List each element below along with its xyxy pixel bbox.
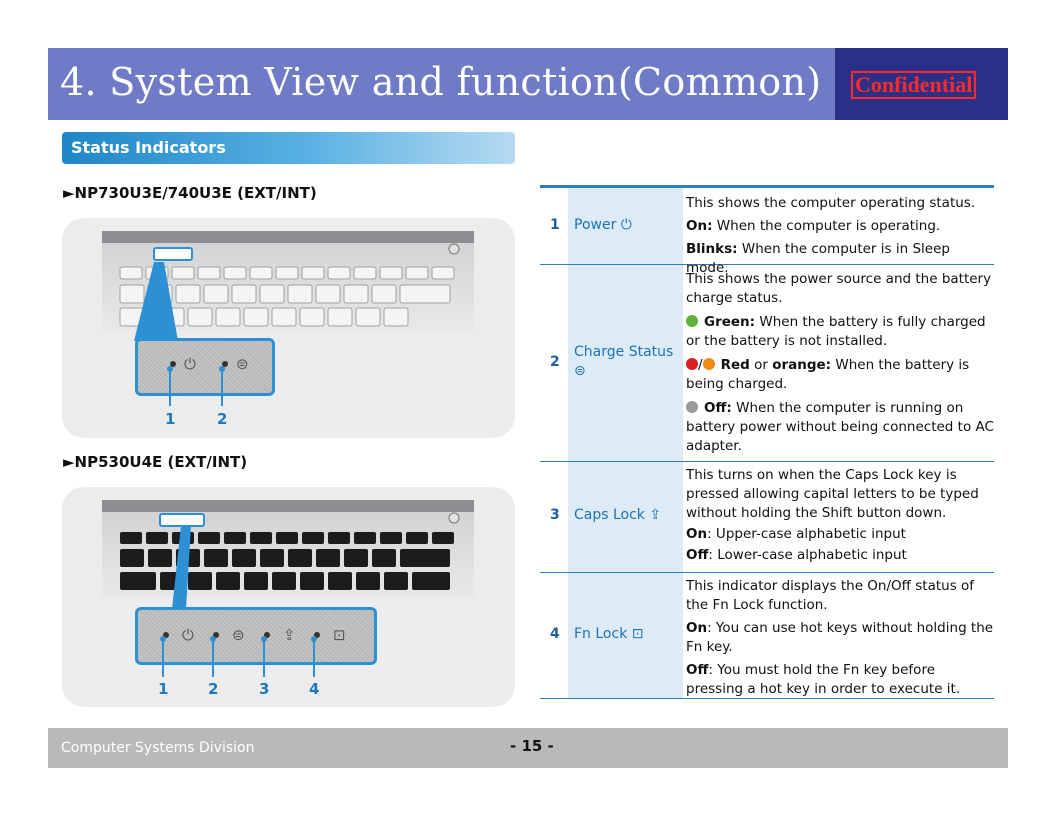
row-description: This turns on when the Caps Lock key is … [686,466,994,565]
description-line: On: When the computer is operating. [686,218,941,234]
power-led-dot [163,632,169,638]
battery-charge-icon: ⊜ [236,355,249,373]
description-line: Off: You must hold the Fn key before pre… [686,662,961,697]
description-line: Off: Lower-case alphabetic input [686,547,907,563]
description-line: This shows the computer operating status… [686,195,976,211]
description-line: /Red or orange: When the battery is bein… [686,357,970,392]
description-line: Blinks: When the computer is in Sleep mo… [686,241,950,276]
indicator-table: Power ⏻ 1 This shows the computer operat… [540,185,994,699]
row-name-cell: Charge Status ⊜ [568,265,683,461]
model-1-heading: ►NP730U3E/740U3E (EXT/INT) [63,184,317,202]
fn-lock-icon: ⊡ [631,626,644,642]
confidential-label: Confidential [851,71,977,99]
page-title: 4. System View and function(Common) [60,60,822,104]
row-number: 1 [550,217,560,233]
power-icon: ⏻ [184,355,196,373]
callout-number-1: 1 [165,410,176,428]
row-number: 2 [550,354,560,370]
power-icon: ⏻ [182,626,194,644]
callout-lines [167,366,225,406]
row-number: 3 [550,507,560,523]
row-name: Caps Lock ⇪ [574,507,662,523]
callout-number-3: 3 [259,680,270,698]
row-name-cell: Power ⏻ [568,188,683,264]
power-icon: ⏻ [620,217,632,233]
fn-lock-led-dot [314,632,320,638]
charge-led-dot [222,361,228,367]
keyboard-icon [102,231,474,327]
callout-number-4: 4 [309,680,320,698]
callout-pointer [134,262,178,341]
row-description: This shows the power source and the batt… [686,270,994,456]
description-intro: This shows the power source and the batt… [686,271,992,306]
row-description: This shows the computer operating status… [686,194,994,278]
section-header: Status Indicators [62,132,515,164]
row-name: Fn Lock ⊡ [574,626,644,642]
description-line: On: You can use hot keys without holding… [686,620,994,655]
table-row: Caps Lock ⇪ 3 This turns on when the Cap… [540,462,994,573]
callout-pointer [172,526,191,609]
description-line: Green: When the battery is fully charged… [686,314,986,349]
green-dot-icon [686,315,698,327]
red-dot-icon [686,358,698,370]
footer-bar: Computer Systems Division - 15 - [48,728,1008,768]
row-number: 4 [550,626,560,642]
model-2-image: ⏻ ⊜ ⇪ ⊡ 1 2 3 4 [62,487,515,707]
battery-charge-icon: ⊜ [574,363,586,379]
callout-number-2: 2 [217,410,228,428]
description-intro: This turns on when the Caps Lock key is … [686,467,979,521]
table-row: Fn Lock ⊡ 4 This indicator displays the … [540,573,994,699]
led-zoom-panel: ⏻ ⊜ [135,338,275,396]
orange-dot-icon [702,358,715,370]
row-name-cell: Fn Lock ⊡ [568,573,683,698]
table-row: Power ⏻ 1 This shows the computer operat… [540,188,994,276]
row-name-cell: Caps Lock ⇪ [568,462,683,572]
power-led-dot [170,361,176,367]
row-description: This indicator displays the On/Off statu… [686,577,994,699]
footer-division: Computer Systems Division [61,740,255,756]
caps-lock-icon: ⇪ [283,626,296,644]
callout-number-2: 2 [208,680,219,698]
description-line: On: Upper-case alphabetic input [686,526,906,542]
keyboard-icon [102,500,474,590]
model-2-heading: ►NP530U4E (EXT/INT) [63,453,248,471]
title-bar: 4. System View and function(Common) [48,48,835,120]
charge-led-dot [213,632,219,638]
callout-lines [160,636,317,677]
fn-lock-icon: ⊡ [333,626,346,644]
model-1-image: ⏻ ⊜ 1 2 [62,218,515,438]
description-intro: This indicator displays the On/Off statu… [686,578,975,613]
page-number: - 15 - [510,737,554,755]
section-title: Status Indicators [71,138,226,157]
table-row: Charge Status ⊜ 2 This shows the power s… [540,265,994,462]
caps-lock-icon: ⇪ [649,507,662,523]
gray-dot-icon [686,401,698,413]
led-zoom-panel: ⏻ ⊜ ⇪ ⊡ [135,607,377,665]
callout-number-1: 1 [158,680,169,698]
battery-charge-icon: ⊜ [232,626,245,644]
caps-lock-led-dot [264,632,270,638]
row-name: Charge Status [574,344,674,360]
description-line: Off: When the computer is running on bat… [686,400,994,454]
row-name: Power ⏻ [574,217,632,233]
laptop-keyboard-illustration [102,500,474,598]
confidential-box: Confidential [835,48,1008,120]
